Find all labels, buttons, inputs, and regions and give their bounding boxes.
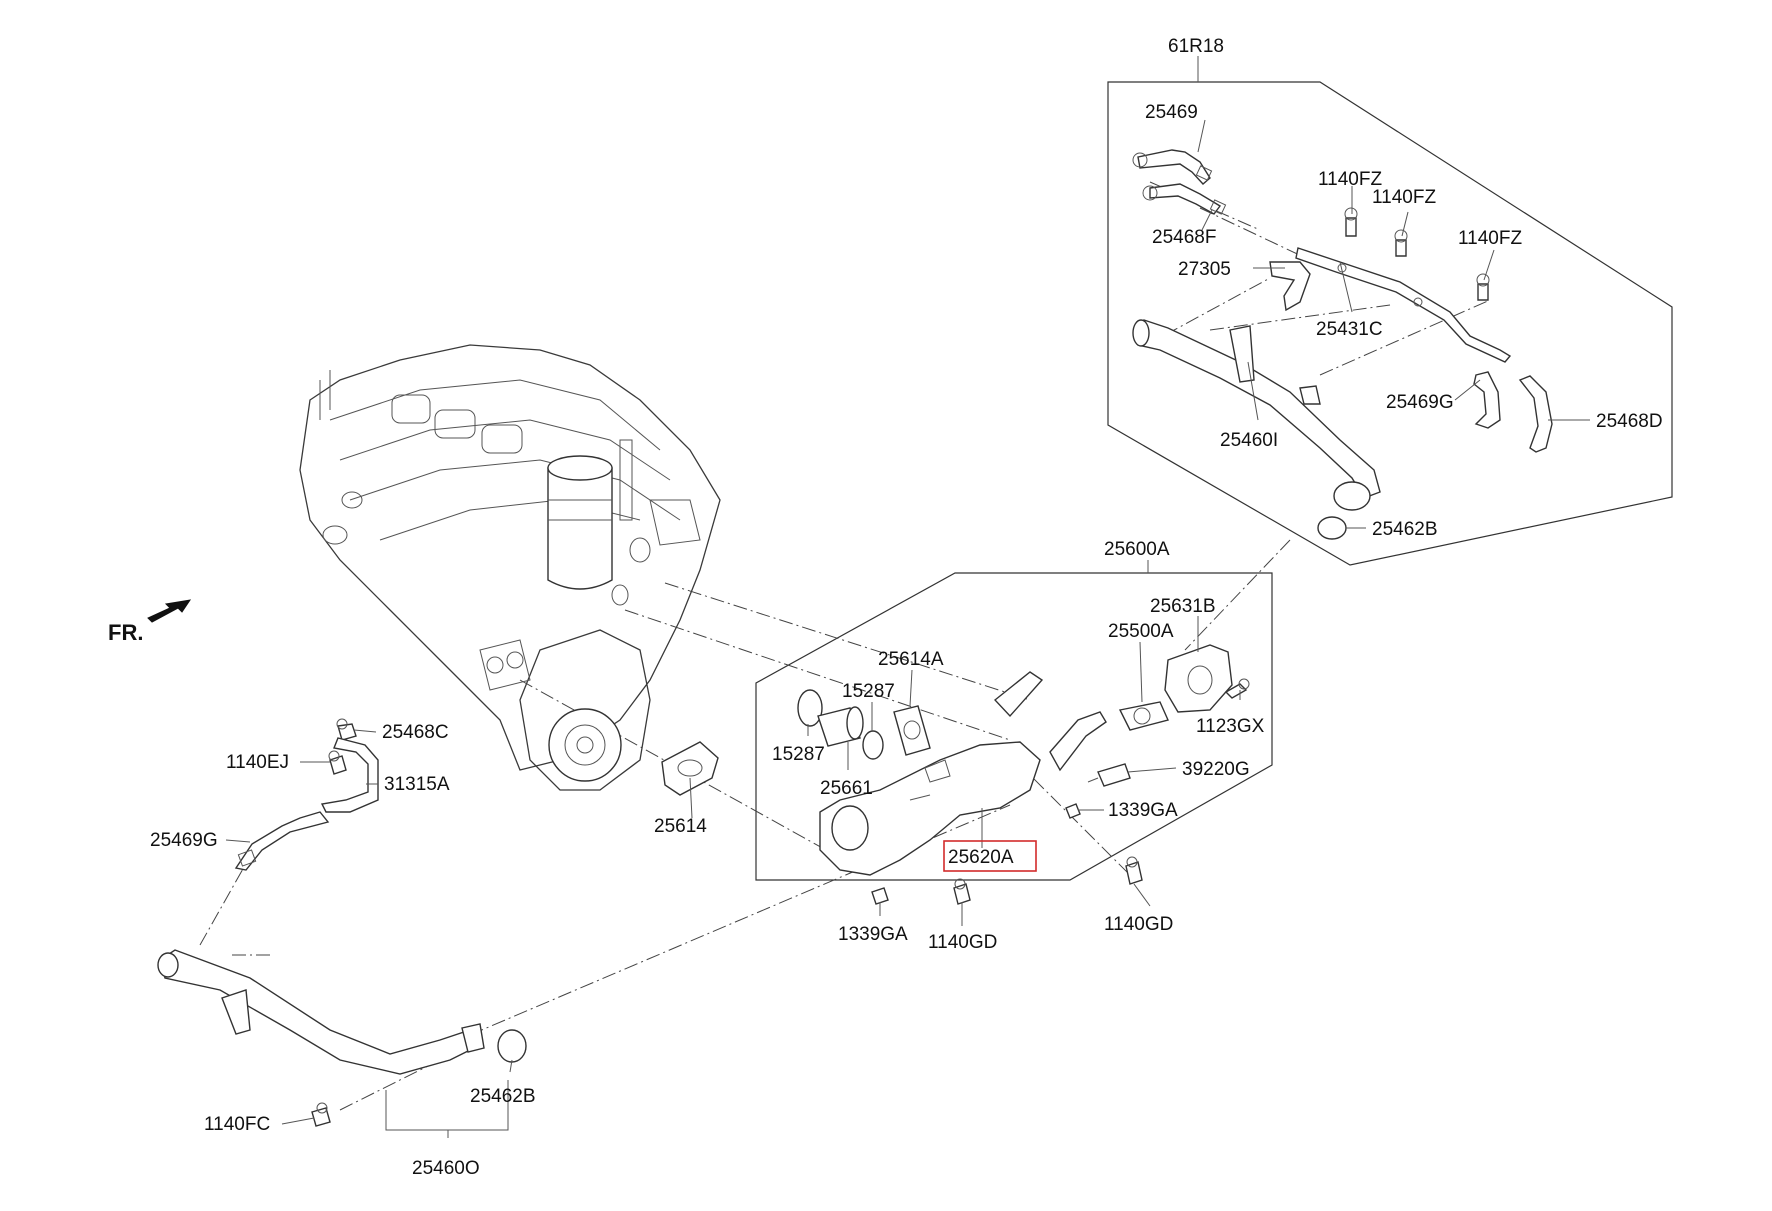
engine-block-illustration [299, 344, 721, 791]
label-25460O: 25460O [412, 1158, 480, 1179]
label-25661: 25661 [820, 778, 873, 799]
label-25431C: 25431C [1316, 319, 1383, 340]
label-25468F: 25468F [1152, 227, 1216, 248]
label-15287-top: 15287 [842, 681, 895, 702]
label-25460I: 25460I [1220, 430, 1278, 451]
label-25469: 25469 [1145, 102, 1198, 123]
label-61R18: 61R18 [1168, 36, 1224, 57]
label-25468C: 25468C [382, 722, 449, 743]
label-25469G-left: 25469G [150, 830, 218, 851]
label-1339GA-right: 1339GA [1108, 800, 1178, 821]
label-25462B-top: 25462B [1372, 519, 1438, 540]
lower-left-pipe-assembly [157, 718, 527, 1127]
front-direction-indicator: FR. [108, 599, 192, 645]
front-direction-arrow-icon [147, 599, 192, 623]
label-25468D: 25468D [1596, 411, 1663, 432]
label-1140FZ-b: 1140FZ [1372, 187, 1436, 208]
upper-hose-assembly [1132, 149, 1553, 540]
label-25620A: 25620A [948, 847, 1014, 868]
label-31315A: 31315A [384, 774, 450, 795]
label-25614A: 25614A [878, 649, 944, 670]
alignment-lines [199, 181, 1491, 1111]
highlight-box-25620A [943, 840, 1037, 872]
label-1140EJ: 1140EJ [226, 752, 289, 773]
label-25500A: 25500A [1108, 621, 1174, 642]
label-25614: 25614 [654, 816, 707, 837]
part-number-labels: 61R18 25469 1140FZ 1140FZ 1140FZ 25468F … [150, 36, 1663, 1179]
label-25462B-bottom: 25462B [470, 1086, 536, 1107]
label-25631B: 25631B [1150, 596, 1216, 617]
label-1140GD-bottom: 1140GD [928, 932, 997, 953]
label-25600A: 25600A [1104, 539, 1170, 560]
gasket-25614 [661, 741, 719, 796]
label-1140FZ-c: 1140FZ [1458, 228, 1522, 249]
thermostat-housing-assembly [797, 644, 1250, 876]
lower-bolts [871, 856, 1143, 905]
label-1140GD-right: 1140GD [1104, 914, 1173, 935]
label-27305: 27305 [1178, 259, 1231, 280]
label-1140FZ-a: 1140FZ [1318, 169, 1382, 190]
assembly-box-25600A [755, 572, 1273, 881]
front-label: FR. [108, 620, 143, 645]
label-1339GA-bottom: 1339GA [838, 924, 908, 945]
label-1123GX: 1123GX [1196, 716, 1265, 737]
label-15287-left: 15287 [772, 744, 825, 765]
leader-lines [225, 56, 1590, 1138]
assembly-box-61R18 [1107, 81, 1673, 566]
label-25469G-right: 25469G [1386, 392, 1454, 413]
label-39220G: 39220G [1182, 759, 1250, 780]
label-1140FC: 1140FC [204, 1114, 270, 1135]
